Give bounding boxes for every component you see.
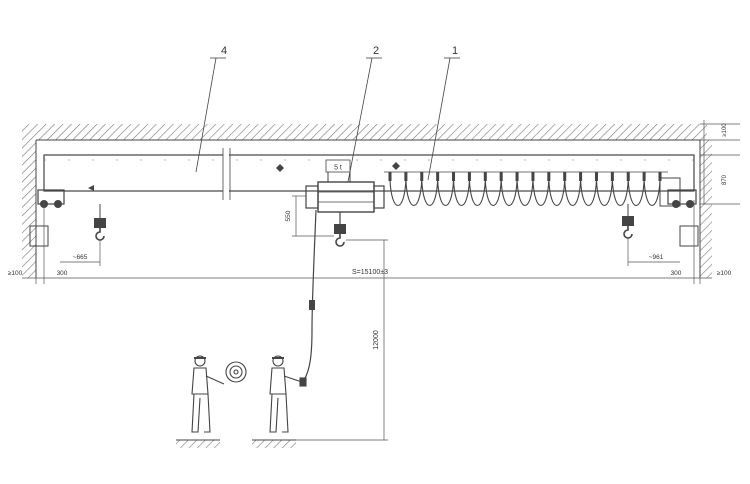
- hoist-rating-plate: 5 t: [325, 159, 351, 173]
- hoist-rating-label: 5 t: [334, 165, 342, 172]
- festoon-trolley: [642, 172, 646, 181]
- hoist-hook: [334, 224, 346, 247]
- dim-hook-drop: 550: [285, 210, 292, 221]
- dim-top-clearance: ≥100: [722, 123, 728, 137]
- right-wall: [699, 140, 712, 278]
- dim-left-wall: ≥100: [8, 270, 23, 277]
- festoon-trolley: [404, 172, 408, 181]
- festoon-trolley: [436, 172, 440, 181]
- pendant-cable: [303, 209, 317, 381]
- festoon-trolley: [388, 172, 392, 181]
- left-limit-hook: [94, 204, 106, 241]
- festoon-trolley: [594, 172, 598, 181]
- electric-hoist: [305, 167, 385, 226]
- callout-leaders: [195, 57, 460, 183]
- festoon-trolley: [452, 172, 456, 181]
- festoon-trolley: [467, 172, 471, 181]
- callout-hoist: 2: [373, 45, 379, 57]
- festoon-trolley: [579, 172, 583, 181]
- dim-right-hook-limit: ~961: [649, 254, 664, 261]
- festoon-trolley: [610, 172, 614, 181]
- dim-beam-depth: 870: [722, 174, 728, 185]
- dim-left-hook-limit: ~665: [73, 254, 88, 261]
- dimension-lines: [22, 120, 740, 441]
- festoon-trolley: [515, 172, 519, 181]
- callout-girder: 4: [221, 45, 227, 57]
- festoon-trolley: [420, 172, 424, 181]
- ground-hatch: [176, 439, 296, 448]
- operator-with-remote: [191, 355, 247, 433]
- dim-right-rail: 300: [671, 270, 682, 277]
- dim-lift-height: 12000: [373, 330, 380, 350]
- dim-span: S=15100±3: [352, 269, 388, 276]
- festoon-trolley: [531, 172, 535, 181]
- left-wall: [22, 140, 37, 278]
- festoon-trolley: [563, 172, 567, 181]
- dim-right-wall: ≥100: [717, 270, 732, 277]
- right-limit-hook: [622, 204, 634, 239]
- operator-with-pendant: [269, 355, 307, 433]
- festoon-cable-system: [384, 171, 668, 206]
- building-ceiling: [22, 124, 707, 141]
- right-end-truck: [659, 177, 699, 247]
- festoon-trolley: [499, 172, 503, 181]
- main-girder: [43, 148, 695, 200]
- callout-festoon: 1: [452, 45, 458, 57]
- festoon-trolley: [658, 172, 662, 181]
- festoon-trolley: [626, 172, 630, 181]
- festoon-trolley: [547, 172, 551, 181]
- dim-left-rail: 300: [57, 270, 68, 277]
- festoon-trolley: [483, 172, 487, 181]
